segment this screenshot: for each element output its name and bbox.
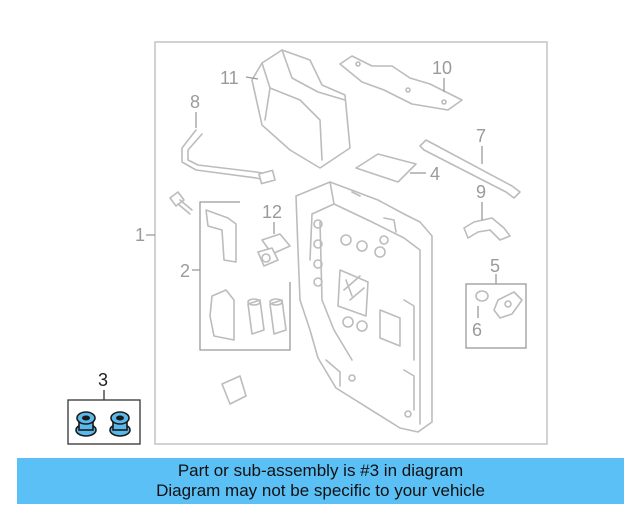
part-4-pad <box>355 153 426 183</box>
callout-12: 12 <box>262 202 282 222</box>
part-8-rod <box>181 112 276 185</box>
callout-9: 9 <box>476 182 486 202</box>
callout-2: 2 <box>180 261 190 281</box>
callout-7: 7 <box>476 126 486 146</box>
callout-10: 10 <box>432 58 452 78</box>
part-11-shield <box>245 49 351 169</box>
grommet-right <box>109 411 131 437</box>
part-5-kit <box>465 274 527 349</box>
callout-4: 4 <box>430 164 440 184</box>
part-12-sensor <box>257 222 291 267</box>
banner-line-1: Part or sub-assembly is #3 in diagram <box>177 461 464 480</box>
part-9-bracket <box>463 202 511 241</box>
callout-5: 5 <box>490 256 500 276</box>
inverter-assembly <box>295 181 433 433</box>
callout-8: 8 <box>190 92 200 112</box>
callout-6: 6 <box>472 320 482 340</box>
callout-1: 1 <box>135 225 145 245</box>
small-block <box>221 375 247 405</box>
part-10-plate <box>339 55 463 111</box>
grommet-left <box>75 411 97 437</box>
part-3-grommets <box>67 390 141 445</box>
part-7-strap <box>419 139 521 199</box>
assembly-frame <box>154 41 548 445</box>
bolt <box>169 191 193 215</box>
callout-11: 11 <box>220 68 239 88</box>
info-banner: Part or sub-assembly is #3 in diagram Di… <box>17 458 624 504</box>
callout-3: 3 <box>98 370 108 390</box>
banner-line-2: Diagram may not be specific to your vehi… <box>156 481 485 500</box>
part-2-brackets <box>192 201 291 351</box>
